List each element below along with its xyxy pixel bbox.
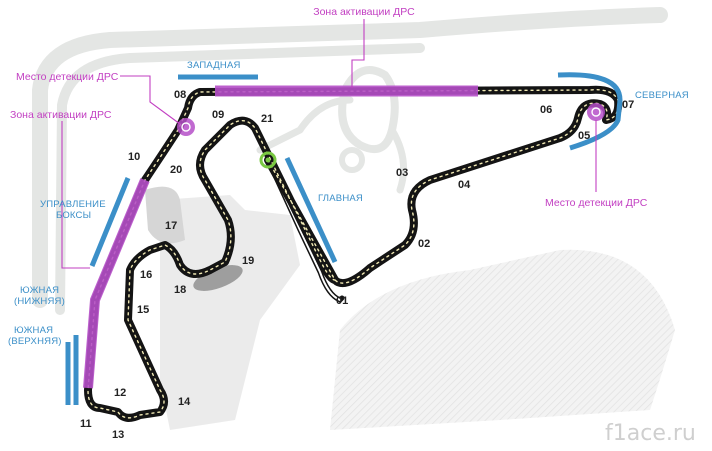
turn-20: 20	[170, 164, 182, 176]
turn-13: 13	[112, 429, 124, 441]
turn-08: 08	[174, 89, 186, 101]
drs-detection-marker-left	[177, 118, 195, 136]
turn-18: 18	[174, 284, 186, 296]
drs-detect-right-label: Место детекции ДРС	[545, 197, 648, 209]
grandstands	[65, 72, 623, 405]
turn-06: 06	[540, 104, 552, 116]
drs-zone-left-label: Зона активации ДРС	[10, 109, 112, 121]
grandstand-pits-label-1: УПРАВЛЕНИЕ	[40, 199, 106, 210]
buildings-area	[160, 195, 300, 430]
grandstand-west-label: ЗАПАДНАЯ	[187, 60, 241, 71]
grandstand-pits	[89, 177, 131, 267]
grandstand-north-label: СЕВЕРНАЯ	[635, 90, 689, 101]
watermark: f1ace.ru	[605, 421, 696, 446]
turn-03: 03	[396, 167, 408, 179]
marina-hatched-area	[330, 249, 675, 430]
hotel-building	[145, 186, 185, 244]
grandstand-main	[284, 156, 338, 264]
turn-16: 16	[140, 269, 152, 281]
track-kerbs	[87, 89, 619, 419]
drs-detect-left-label: Место детекции ДРС	[16, 71, 119, 83]
turn-numbers: 01 02 03 04 05 06 07 08 09 10 11 12 13 1…	[80, 89, 634, 441]
drs-callout-lines	[61, 19, 597, 269]
hotel-pool	[193, 265, 243, 291]
turn-12: 12	[114, 387, 126, 399]
turn-07: 07	[622, 99, 634, 111]
turn-11: 11	[80, 418, 92, 430]
turn-14: 14	[178, 396, 191, 408]
turn-04: 04	[458, 179, 471, 191]
turn-01: 01	[336, 295, 348, 307]
turn-17: 17	[165, 220, 177, 232]
turn-15: 15	[137, 304, 149, 316]
turn-21: 21	[261, 113, 273, 125]
turn-05: 05	[578, 130, 590, 142]
turn-10: 10	[128, 151, 140, 163]
grandstand-south-upper-label-1: ЮЖНАЯ	[14, 325, 53, 336]
turn-02: 02	[418, 238, 430, 250]
grandstand-south-lower-label-2: (НИЖНЯЯ)	[14, 296, 65, 307]
grandstand-main-label: ГЛАВНАЯ	[318, 193, 363, 204]
turn-19: 19	[242, 255, 254, 267]
drs-detection-marker-right	[587, 103, 605, 121]
grandstand-south-lower-label-1: ЮЖНАЯ	[20, 285, 59, 296]
drs-zone-top-label: Зона активации ДРС	[313, 6, 415, 18]
grandstand-south-upper-label-2: (ВЕРХНЯЯ)	[8, 336, 62, 347]
turn-09: 09	[212, 109, 224, 121]
grandstand-pits-label-2: БОКСЫ	[56, 210, 91, 221]
drs-zone-left	[83, 178, 150, 389]
grandstand-north	[557, 72, 623, 151]
start-finish-icon	[259, 151, 277, 169]
background-roads	[32, 7, 668, 315]
